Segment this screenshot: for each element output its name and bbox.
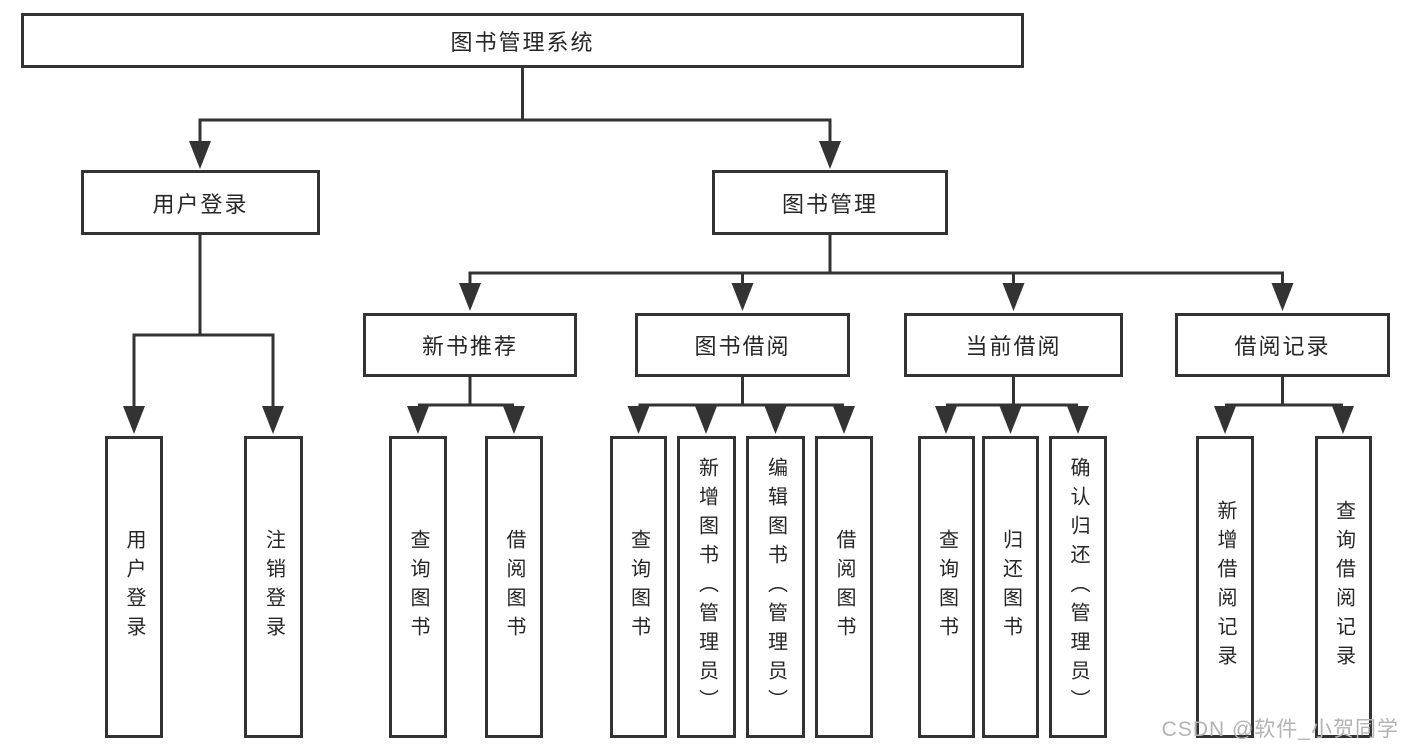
leaf-query-books-recommend: 查询图书 (389, 436, 447, 738)
arrowhead (407, 406, 429, 434)
connector-paths (132, 68, 1343, 407)
leaf-return-books-label: 归还图书 (999, 529, 1022, 645)
leaf-user-login: 用户登录 (105, 436, 163, 738)
leaf-user-login-label: 用户登录 (123, 529, 145, 645)
leaf-borrow-books-recommend: 借阅图书 (485, 436, 543, 738)
arrowhead (999, 406, 1022, 434)
connector-book-borrow-branch (638, 377, 844, 407)
leaf-query-books-current-label: 查询图书 (935, 529, 958, 645)
leaf-edit-books-admin-label: 编辑图书（管理员） (764, 456, 787, 718)
node-user-login: 用户登录 (81, 170, 320, 235)
connector-book-management-branch (468, 235, 1284, 284)
arrowhead (123, 406, 145, 434)
connector-current-borrow-branch (946, 377, 1078, 407)
csdn-watermark: CSDN @软件_小贺同学 (1161, 718, 1399, 741)
node-root-label: 图书管理系统 (450, 29, 595, 55)
leaf-confirm-return-admin-label: 确认归还（管理员） (1067, 456, 1089, 718)
node-new-book-recommend-label: 新书推荐 (421, 334, 518, 359)
leaf-add-books-admin-label: 新增图书（管理员） (695, 456, 718, 718)
node-current-borrow-label: 当前借阅 (965, 334, 1062, 359)
arrowhead (262, 406, 284, 434)
leaf-add-borrow-record: 新增借阅记录 (1196, 436, 1254, 738)
arrowhead (459, 283, 481, 311)
node-root: 图书管理系统 (21, 13, 1024, 68)
leaf-borrow-books-recommend-label: 借阅图书 (503, 529, 525, 645)
leaf-add-books-admin: 新增图书（管理员） (677, 436, 736, 738)
leaf-query-borrow-record: 查询借阅记录 (1315, 436, 1372, 738)
arrowhead (1002, 283, 1025, 311)
arrowhead (764, 406, 787, 434)
node-current-borrow: 当前借阅 (904, 313, 1123, 377)
leaf-borrow-books: 借阅图书 (815, 436, 873, 738)
node-new-book-recommend: 新书推荐 (363, 313, 577, 377)
node-book-borrow-label: 图书借阅 (694, 334, 791, 359)
node-user-login-label: 用户登录 (152, 191, 249, 217)
arrowhead (833, 406, 855, 434)
connector-new-book-branch (418, 377, 514, 407)
arrowhead (819, 141, 841, 169)
arrowhead (731, 283, 754, 311)
node-book-management: 图书管理 (712, 170, 948, 235)
connector-user-login-branch (132, 235, 275, 407)
leaf-query-borrow-record-label: 查询借阅记录 (1332, 500, 1355, 674)
arrowhead (189, 141, 211, 169)
arrowhead (1214, 406, 1236, 434)
connector-root-to-level2 (198, 68, 832, 142)
node-book-management-label: 图书管理 (781, 191, 878, 217)
connector-borrow-records-branch (1225, 377, 1343, 407)
arrowhead (503, 406, 525, 434)
leaf-borrow-books-label: 借阅图书 (833, 529, 855, 645)
arrowhead (1332, 406, 1354, 434)
leaf-logout-label: 注销登录 (262, 529, 285, 645)
leaf-query-books-borrow: 查询图书 (610, 436, 667, 738)
arrowhead (1067, 406, 1089, 434)
arrowhead (695, 406, 717, 434)
leaf-query-books-borrow-label: 查询图书 (627, 529, 650, 645)
leaf-add-borrow-record-label: 新增借阅记录 (1214, 500, 1236, 674)
leaf-return-books: 归还图书 (982, 436, 1039, 738)
leaf-confirm-return-admin: 确认归还（管理员） (1049, 436, 1107, 738)
arrowhead (935, 406, 957, 434)
leaf-edit-books-admin: 编辑图书（管理员） (746, 436, 805, 738)
arrowheads (123, 141, 1354, 434)
arrowhead (627, 406, 650, 434)
leaf-logout: 注销登录 (244, 436, 303, 738)
leaf-query-books-current: 查询图书 (918, 436, 975, 738)
node-borrow-records-label: 借阅记录 (1234, 334, 1331, 359)
leaf-query-books-recommend-label: 查询图书 (407, 529, 429, 645)
node-book-borrow: 图书借阅 (635, 313, 850, 377)
node-borrow-records: 借阅记录 (1175, 313, 1390, 377)
arrowhead (1271, 283, 1294, 311)
